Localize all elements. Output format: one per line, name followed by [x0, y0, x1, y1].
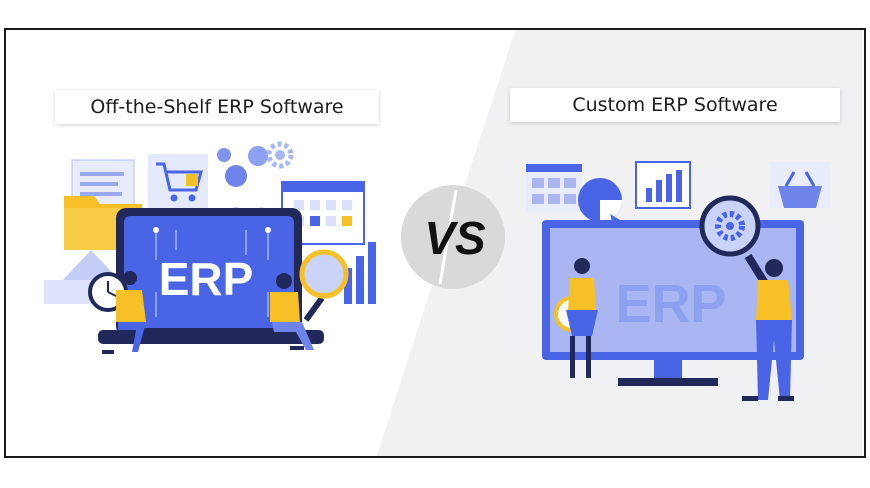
magnifier-icon	[299, 249, 349, 322]
person-sitting-right	[270, 273, 314, 350]
off-the-shelf-illustration: ERP	[44, 141, 376, 354]
vs-text: VS	[424, 212, 486, 264]
shopping-cart-icon	[148, 154, 208, 210]
calendar-icon	[526, 164, 582, 212]
comparison-frame: ERP	[4, 28, 866, 458]
bar-chart-icon	[635, 161, 691, 209]
right-title-box: Custom ERP Software	[510, 88, 840, 122]
basket-icon	[770, 162, 830, 208]
custom-erp-illustration: ERP	[526, 161, 830, 401]
vs-badge: VS	[401, 185, 505, 289]
erp-monitor: ERP	[98, 208, 324, 344]
left-title-box: Off-the-Shelf ERP Software	[55, 90, 379, 124]
right-title: Custom ERP Software	[572, 94, 778, 116]
magnifier-icon	[699, 195, 772, 291]
gear-icon	[266, 141, 294, 169]
left-title: Off-the-Shelf ERP Software	[90, 96, 344, 118]
erp-screen-label: ERP	[615, 274, 726, 334]
person-standing-man	[742, 259, 794, 401]
person-sitting-left	[102, 271, 146, 354]
bar-chart-icon	[344, 242, 376, 304]
person-standing-woman	[566, 258, 598, 378]
erp-screen-label: ERP	[159, 253, 254, 305]
